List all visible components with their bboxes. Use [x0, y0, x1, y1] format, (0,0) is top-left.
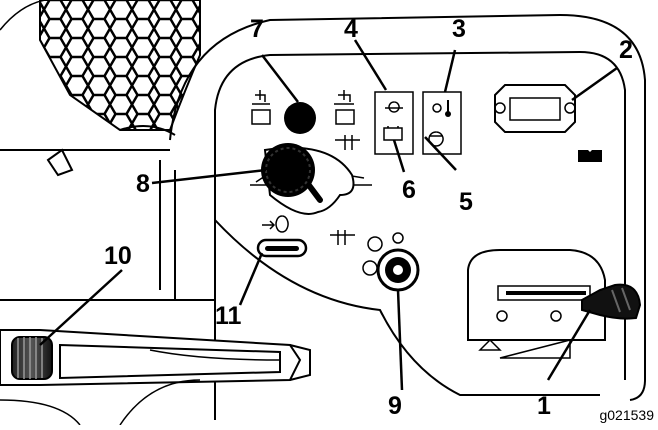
charge-glow-lights-box — [374, 91, 414, 155]
callout-6: 6 — [402, 176, 416, 204]
bracket-icon — [46, 148, 74, 177]
parking-brake-lock[interactable] — [256, 238, 308, 258]
callout-7: 7 — [250, 15, 264, 43]
callout-10: 10 — [104, 242, 132, 270]
manual-book-icon — [578, 150, 602, 162]
seat-grille — [0, 0, 201, 136]
callout-11: 11 — [215, 302, 242, 330]
hour-meter — [494, 84, 576, 133]
callout-9: 9 — [388, 392, 402, 420]
figure-id: g021539 — [599, 407, 654, 423]
throttle-lever[interactable] — [467, 249, 642, 359]
callout-2: 2 — [619, 36, 633, 64]
callout-8: 8 — [136, 170, 150, 198]
callout-4: 4 — [344, 15, 358, 43]
engine-warning-lights-box — [422, 91, 462, 155]
callout-5: 5 — [459, 188, 473, 216]
console-housing — [0, 13, 646, 420]
leader-lines — [39, 39, 618, 391]
callout-3: 3 — [452, 15, 466, 43]
callout-1: 1 — [537, 392, 551, 420]
raise-lower-knob-top[interactable] — [284, 102, 316, 134]
tilt-steering-lever[interactable] — [0, 329, 311, 426]
cutting-unit-lift-knob[interactable] — [261, 143, 355, 215]
ignition-key-switch[interactable] — [362, 232, 420, 292]
